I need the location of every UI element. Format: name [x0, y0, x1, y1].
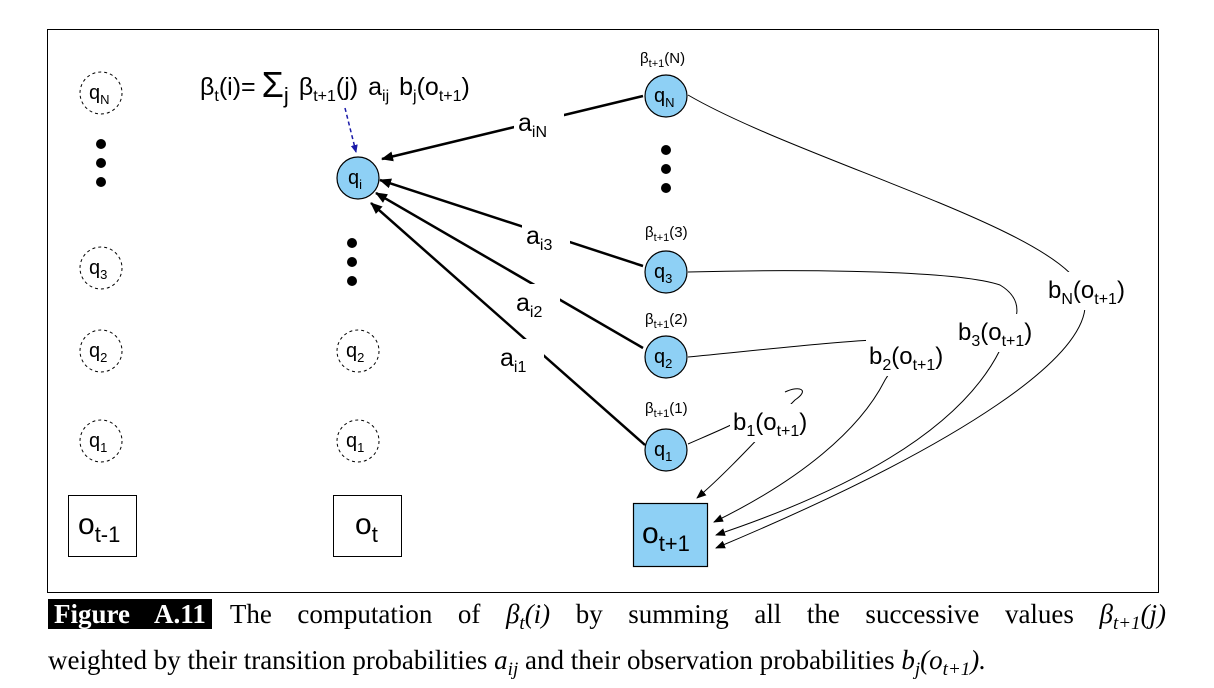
caption-line-2: weighted by their transition probabiliti… [48, 645, 987, 680]
state-qi-active: qi [336, 156, 380, 200]
svg-text:q3: q3 [89, 257, 107, 282]
state-q1-t: q1 [336, 419, 380, 463]
svg-text:q2: q2 [346, 340, 364, 365]
caption-math-beta-t: βt(i) [505, 599, 551, 634]
transition-label-iN: aiN [518, 109, 547, 141]
observation-box-t: ot [333, 495, 402, 557]
state-q2-t: q2 [336, 329, 380, 373]
caption-math-beta-t1: βt+1(j) [1099, 599, 1167, 634]
formula-pointer-arrow [344, 107, 358, 153]
ellipsis-dots [347, 238, 357, 286]
svg-text:ot: ot [355, 508, 378, 547]
transition-arrow-iN [381, 94, 644, 162]
emission-label-1: b1(ot+1) [733, 409, 807, 440]
transition-label-i3: ai3 [526, 222, 552, 254]
observation-box-t-plus-1: ot+1 [632, 502, 709, 568]
state-q3-t-minus-1: q3 [79, 246, 123, 290]
svg-text:q1: q1 [346, 430, 364, 455]
state-qN-t-minus-1: qN [79, 71, 123, 115]
caption-text: The computation of [229, 599, 481, 629]
figure-label: Figure A.11 [48, 599, 212, 629]
figure-caption: Figure A.11 The computation of βt(i) by s… [48, 596, 1166, 688]
svg-text:ot+1: ot+1 [642, 517, 690, 556]
ellipsis-dots [96, 139, 106, 187]
svg-text:qN: qN [654, 85, 675, 110]
diagram-frame [47, 29, 1159, 593]
emission-curve-q3 [687, 270, 1018, 536]
svg-text:ot-1: ot-1 [78, 508, 120, 547]
svg-text:q2: q2 [654, 346, 672, 371]
beta-label-N: βt+1(N) [640, 50, 685, 70]
transition-arrow-i3 [379, 178, 644, 268]
caption-text: by summing all the successive values [575, 599, 1074, 629]
svg-text:q1: q1 [89, 430, 107, 455]
observation-box-t-minus-1: ot-1 [68, 495, 137, 557]
state-qN-t-plus-1: qN βt+1(N) [640, 50, 688, 118]
svg-text:q1: q1 [654, 439, 672, 464]
svg-text:q2: q2 [89, 340, 107, 365]
ellipsis-dots [661, 145, 671, 193]
beta-label-2: βt+1(2) [645, 311, 688, 331]
emission-label-2: b2(ot+1) [869, 343, 943, 374]
transition-arrow-i2 [375, 191, 644, 350]
state-q2-t-minus-1: q2 [79, 329, 123, 373]
transition-arrow-i1 [370, 202, 646, 446]
beta-label-1: βt+1(1) [645, 400, 688, 420]
emission-label-3: b3(ot+1) [958, 319, 1032, 350]
svg-text:q3: q3 [654, 261, 672, 286]
state-q1-t-minus-1: q1 [79, 419, 123, 463]
svg-text:qi: qi [348, 167, 362, 192]
state-q3-t-plus-1: q3 βt+1(3) [644, 224, 688, 294]
emission-label-N: bN(ot+1) [1048, 277, 1125, 308]
state-q2-t-plus-1: q2 βt+1(2) [644, 311, 688, 379]
transition-label-i1: ai1 [500, 344, 526, 376]
beta-label-3: βt+1(3) [645, 224, 688, 244]
svg-text:qN: qN [89, 82, 110, 107]
transition-label-i2: ai2 [516, 289, 542, 321]
state-q1-t-plus-1: q1 βt+1(1) [644, 400, 688, 472]
